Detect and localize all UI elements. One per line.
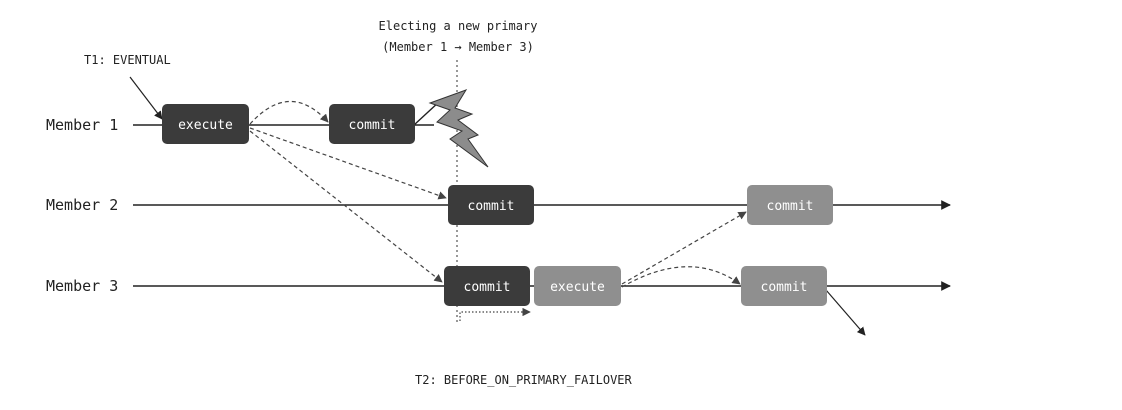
m1-execute-to-m3-commit-arrow [249, 130, 443, 283]
m1-execute-box [162, 104, 249, 144]
m1-execute-to-m1-commit-arrow [249, 100, 329, 125]
m3-commit-outgoing-arrow [825, 289, 866, 336]
m3-commit-box-1-label: commit [464, 280, 511, 295]
m1-commit-box-label: commit [349, 118, 396, 133]
election-title-line1: Electing a new primary [379, 19, 538, 33]
member-2-label: Member 2 [46, 196, 118, 214]
m3-execute-to-m2-commit-arrow [621, 211, 747, 285]
t2-wait-arrow [459, 307, 531, 321]
m3-execute-box-label: execute [550, 280, 605, 295]
election-title-line2: (Member 1 → Member 3) [382, 40, 534, 54]
lightning-icon [428, 89, 489, 168]
member-3-label: Member 3 [46, 277, 118, 295]
m2-commit-box-1 [448, 185, 534, 225]
m3-execute-to-m3-commit-arrow [621, 266, 741, 288]
m2-commit-box-2-label: commit [767, 199, 814, 214]
t1-pointer-arrow [129, 76, 163, 120]
m3-commit-box-1 [444, 266, 530, 306]
t2-label: T2: BEFORE_ON_PRIMARY_FAILOVER [415, 373, 633, 387]
m3-execute-box [534, 266, 621, 306]
m1-commit-box [329, 104, 415, 144]
m2-commit-box-2 [747, 185, 833, 225]
member-1-label: Member 1 [46, 116, 118, 134]
m3-commit-box-2 [741, 266, 827, 306]
m2-commit-box-1-label: commit [468, 199, 515, 214]
m1-execute-box-label: execute [178, 118, 233, 133]
m3-commit-box-2-label: commit [761, 280, 808, 295]
t1-label: T1: EVENTUAL [84, 53, 171, 67]
